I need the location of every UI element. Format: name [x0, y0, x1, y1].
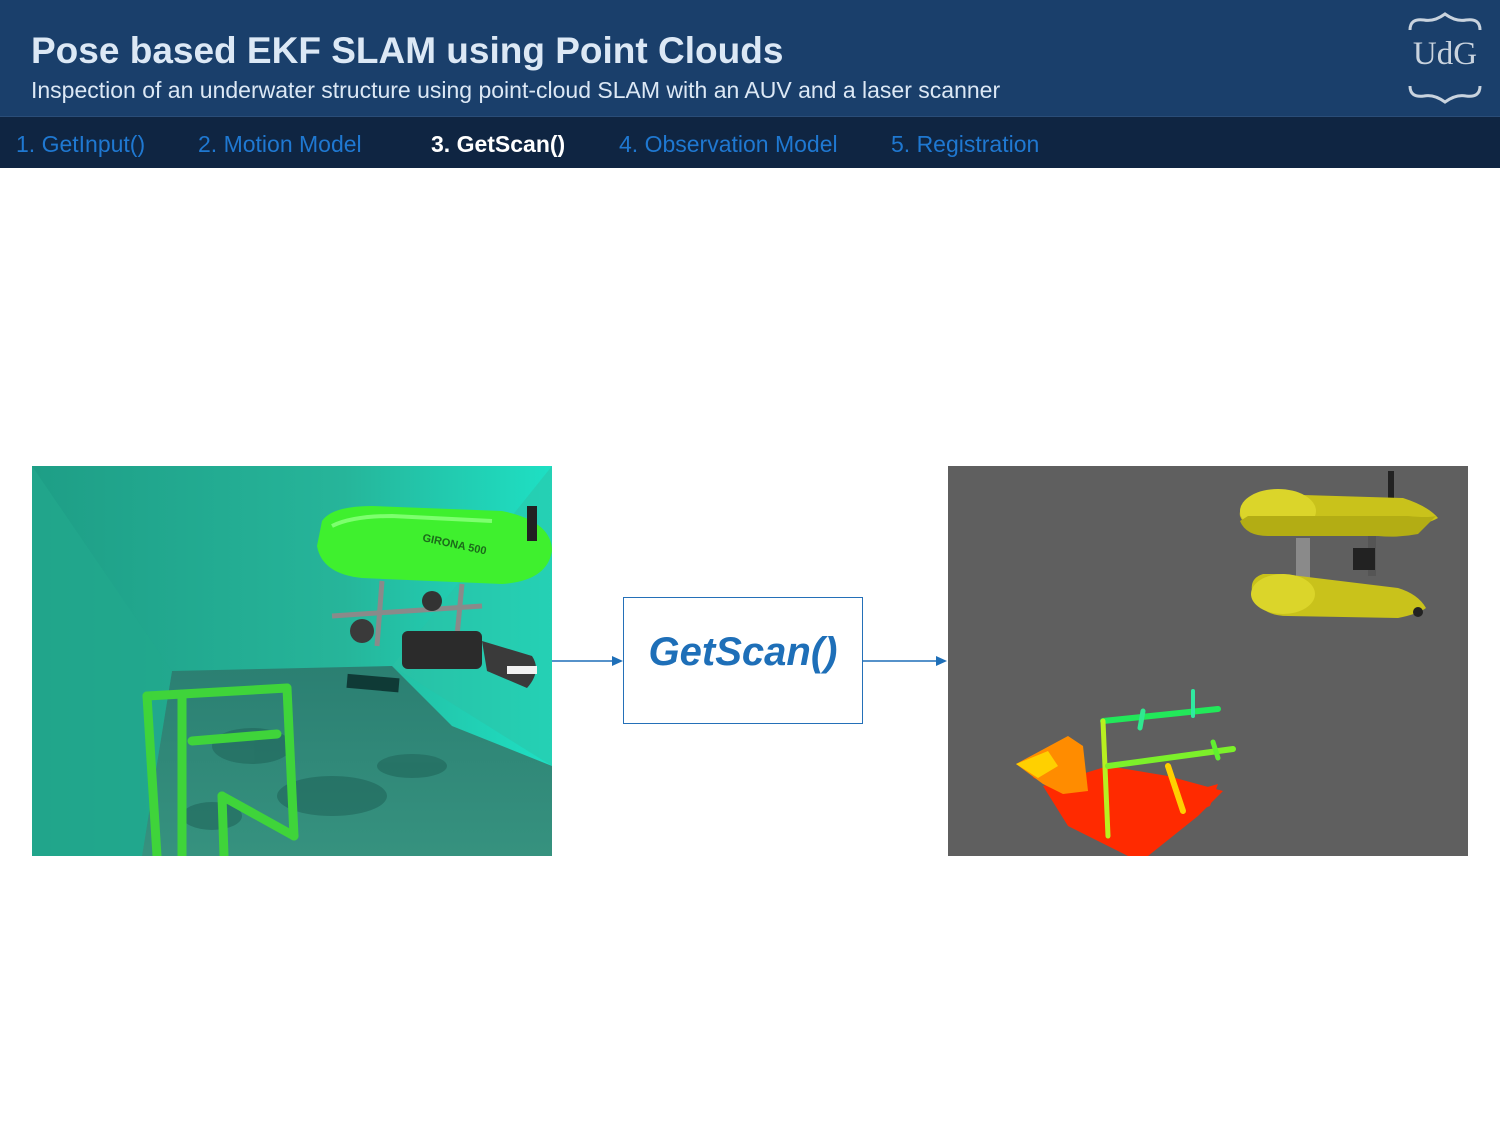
underwater-photo: GIRONA 500	[32, 466, 552, 856]
auv-vehicle: GIRONA 500	[317, 506, 552, 693]
section-nav: 1. GetInput() 2. Motion Model 3. GetScan…	[0, 116, 1500, 168]
header-bar: Pose based EKF SLAM using Point Clouds I…	[0, 0, 1500, 116]
udg-logo: UdG	[1400, 10, 1490, 106]
nav-item-motion-model[interactable]: 2. Motion Model	[198, 131, 362, 157]
output-arrow	[863, 656, 947, 666]
function-label: GetScan()	[648, 630, 838, 674]
page-subtitle: Inspection of an underwater structure us…	[31, 77, 1001, 103]
point-cloud-view	[948, 466, 1468, 856]
nav-item-getscan[interactable]: 3. GetScan()	[431, 131, 566, 157]
logo-text: UdG	[1412, 36, 1478, 72]
logo-frame-icon	[1408, 12, 1482, 104]
auv-model	[1239, 471, 1438, 618]
getscan-function-box: GetScan()	[623, 597, 863, 724]
nav-item-observation-model[interactable]: 4. Observation Model	[619, 131, 838, 157]
nav-item-getinput[interactable]: 1. GetInput()	[16, 131, 146, 157]
input-arrow	[552, 656, 623, 666]
nav-item-registration[interactable]: 5. Registration	[891, 131, 1040, 157]
page-title: Pose based EKF SLAM using Point Clouds	[31, 30, 784, 71]
